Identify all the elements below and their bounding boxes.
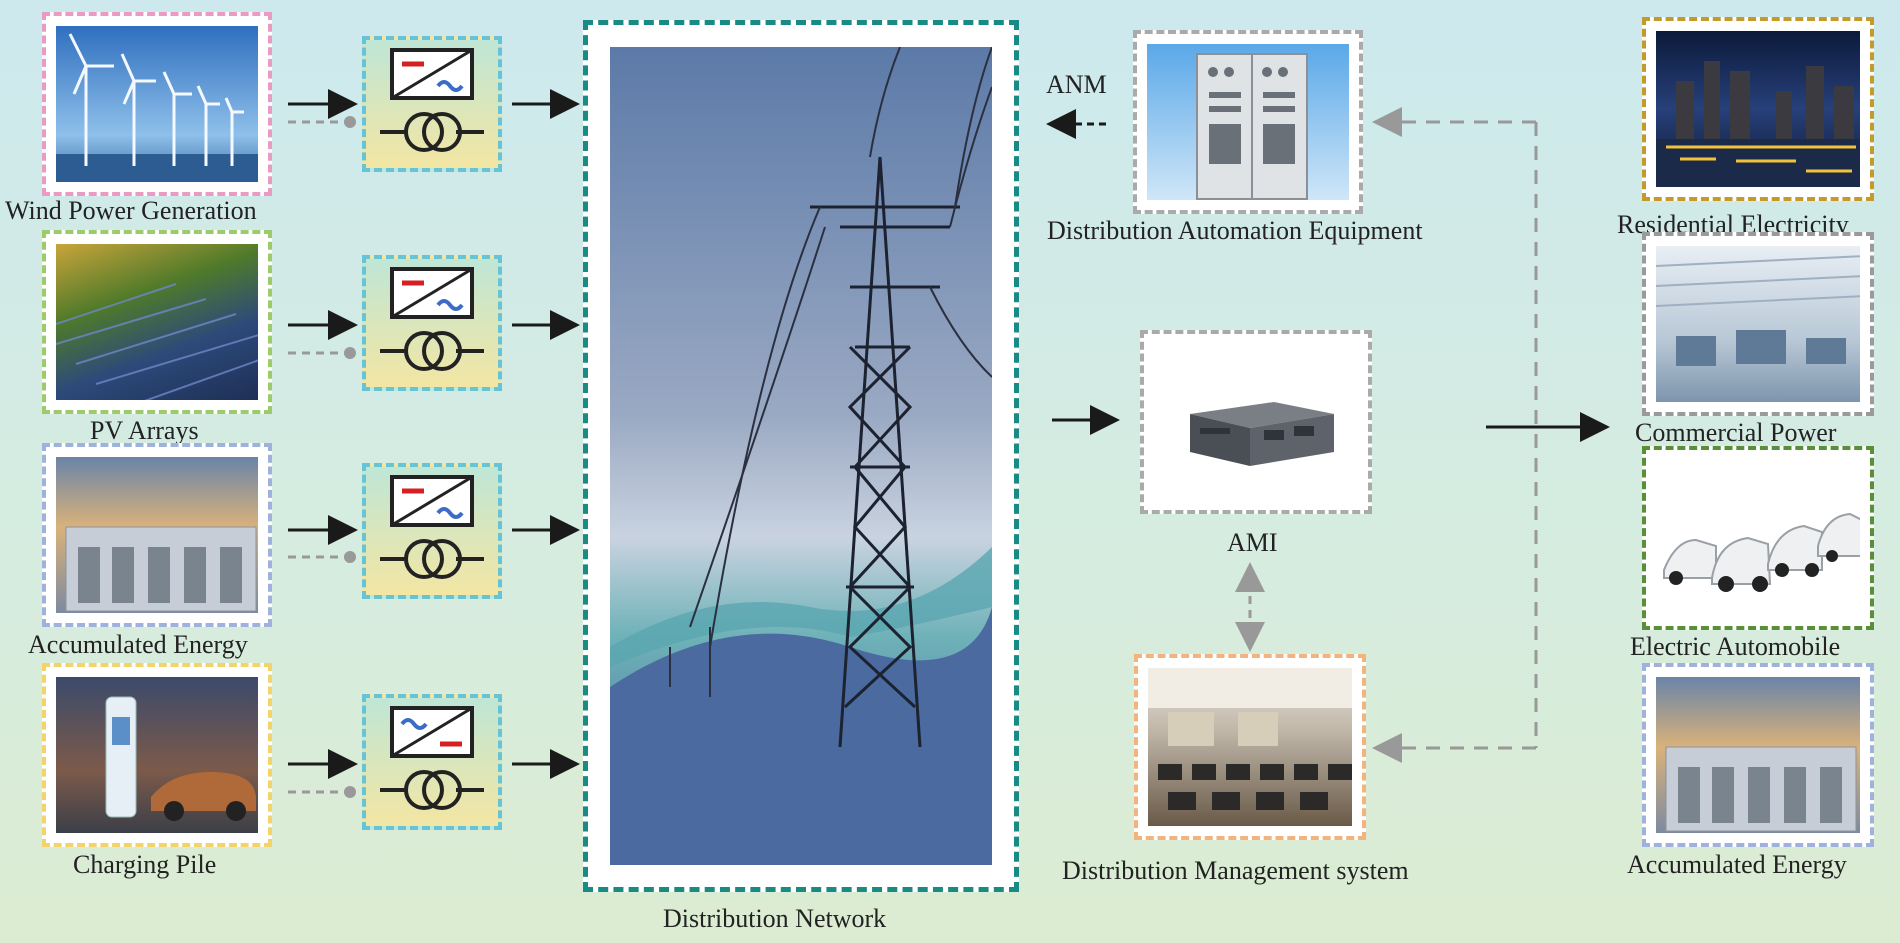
factory-interior-icon: [1656, 246, 1860, 402]
dms-label: Distribution Management system: [1062, 856, 1409, 885]
rectifier-transformer-icon: [380, 706, 484, 810]
dms-image: [1134, 654, 1366, 840]
source-to-converter-arrows: [288, 89, 358, 779]
distribution-network-label: Distribution Network: [663, 904, 887, 933]
converter-1: [362, 36, 502, 172]
inverter-transformer-icon: [380, 475, 484, 579]
storage-source-label: Accumulated Energy: [28, 630, 248, 659]
converter-4: [362, 694, 502, 830]
inverter-transformer-icon: [380, 48, 484, 152]
city-skyline-icon: [1656, 31, 1860, 187]
commercial-label: Commercial Power: [1635, 418, 1837, 447]
control-signal-lines: [288, 120, 345, 794]
transmission-tower-icon: [610, 47, 992, 865]
pv-arrays-label: PV Arrays: [90, 416, 199, 445]
storage-image: [42, 443, 272, 627]
ami-label: AMI: [1227, 528, 1278, 557]
control-cabinet-icon: [1147, 44, 1349, 200]
inverter-transformer-icon: [380, 267, 484, 371]
converter-2: [362, 255, 502, 391]
residential-image: [1642, 17, 1874, 201]
ami-server-icon: [1154, 344, 1358, 500]
converter-3: [362, 463, 502, 599]
charging-pile-image: [42, 663, 272, 847]
wind-turbines-icon: [56, 26, 258, 182]
charging-pile-label: Charging Pile: [73, 850, 217, 879]
pv-arrays-image: [42, 230, 272, 414]
storage-load-label: Accumulated Energy: [1627, 850, 1847, 879]
wind-power-image: [42, 12, 272, 196]
electric-cars-icon: [1656, 460, 1860, 616]
battery-container-icon: [1656, 677, 1860, 833]
ev-charger-icon: [56, 677, 258, 833]
electric-auto-image: [1642, 446, 1874, 630]
storage-load-image: [1642, 663, 1874, 847]
distribution-network-image: [583, 20, 1019, 892]
anm-label: ANM: [1046, 70, 1107, 99]
control-room-icon: [1148, 668, 1352, 826]
ami-image: [1140, 330, 1372, 514]
automation-equipment-image: [1133, 30, 1363, 214]
electric-auto-label: Electric Automobile: [1630, 632, 1841, 661]
converter-to-network-arrows: [512, 89, 580, 779]
automation-equipment-label: Distribution Automation Equipment: [1047, 216, 1423, 245]
commercial-image: [1642, 232, 1874, 416]
solar-panels-icon: [56, 244, 258, 400]
wind-power-label: Wind Power Generation: [5, 196, 257, 225]
battery-container-icon: [56, 457, 258, 613]
